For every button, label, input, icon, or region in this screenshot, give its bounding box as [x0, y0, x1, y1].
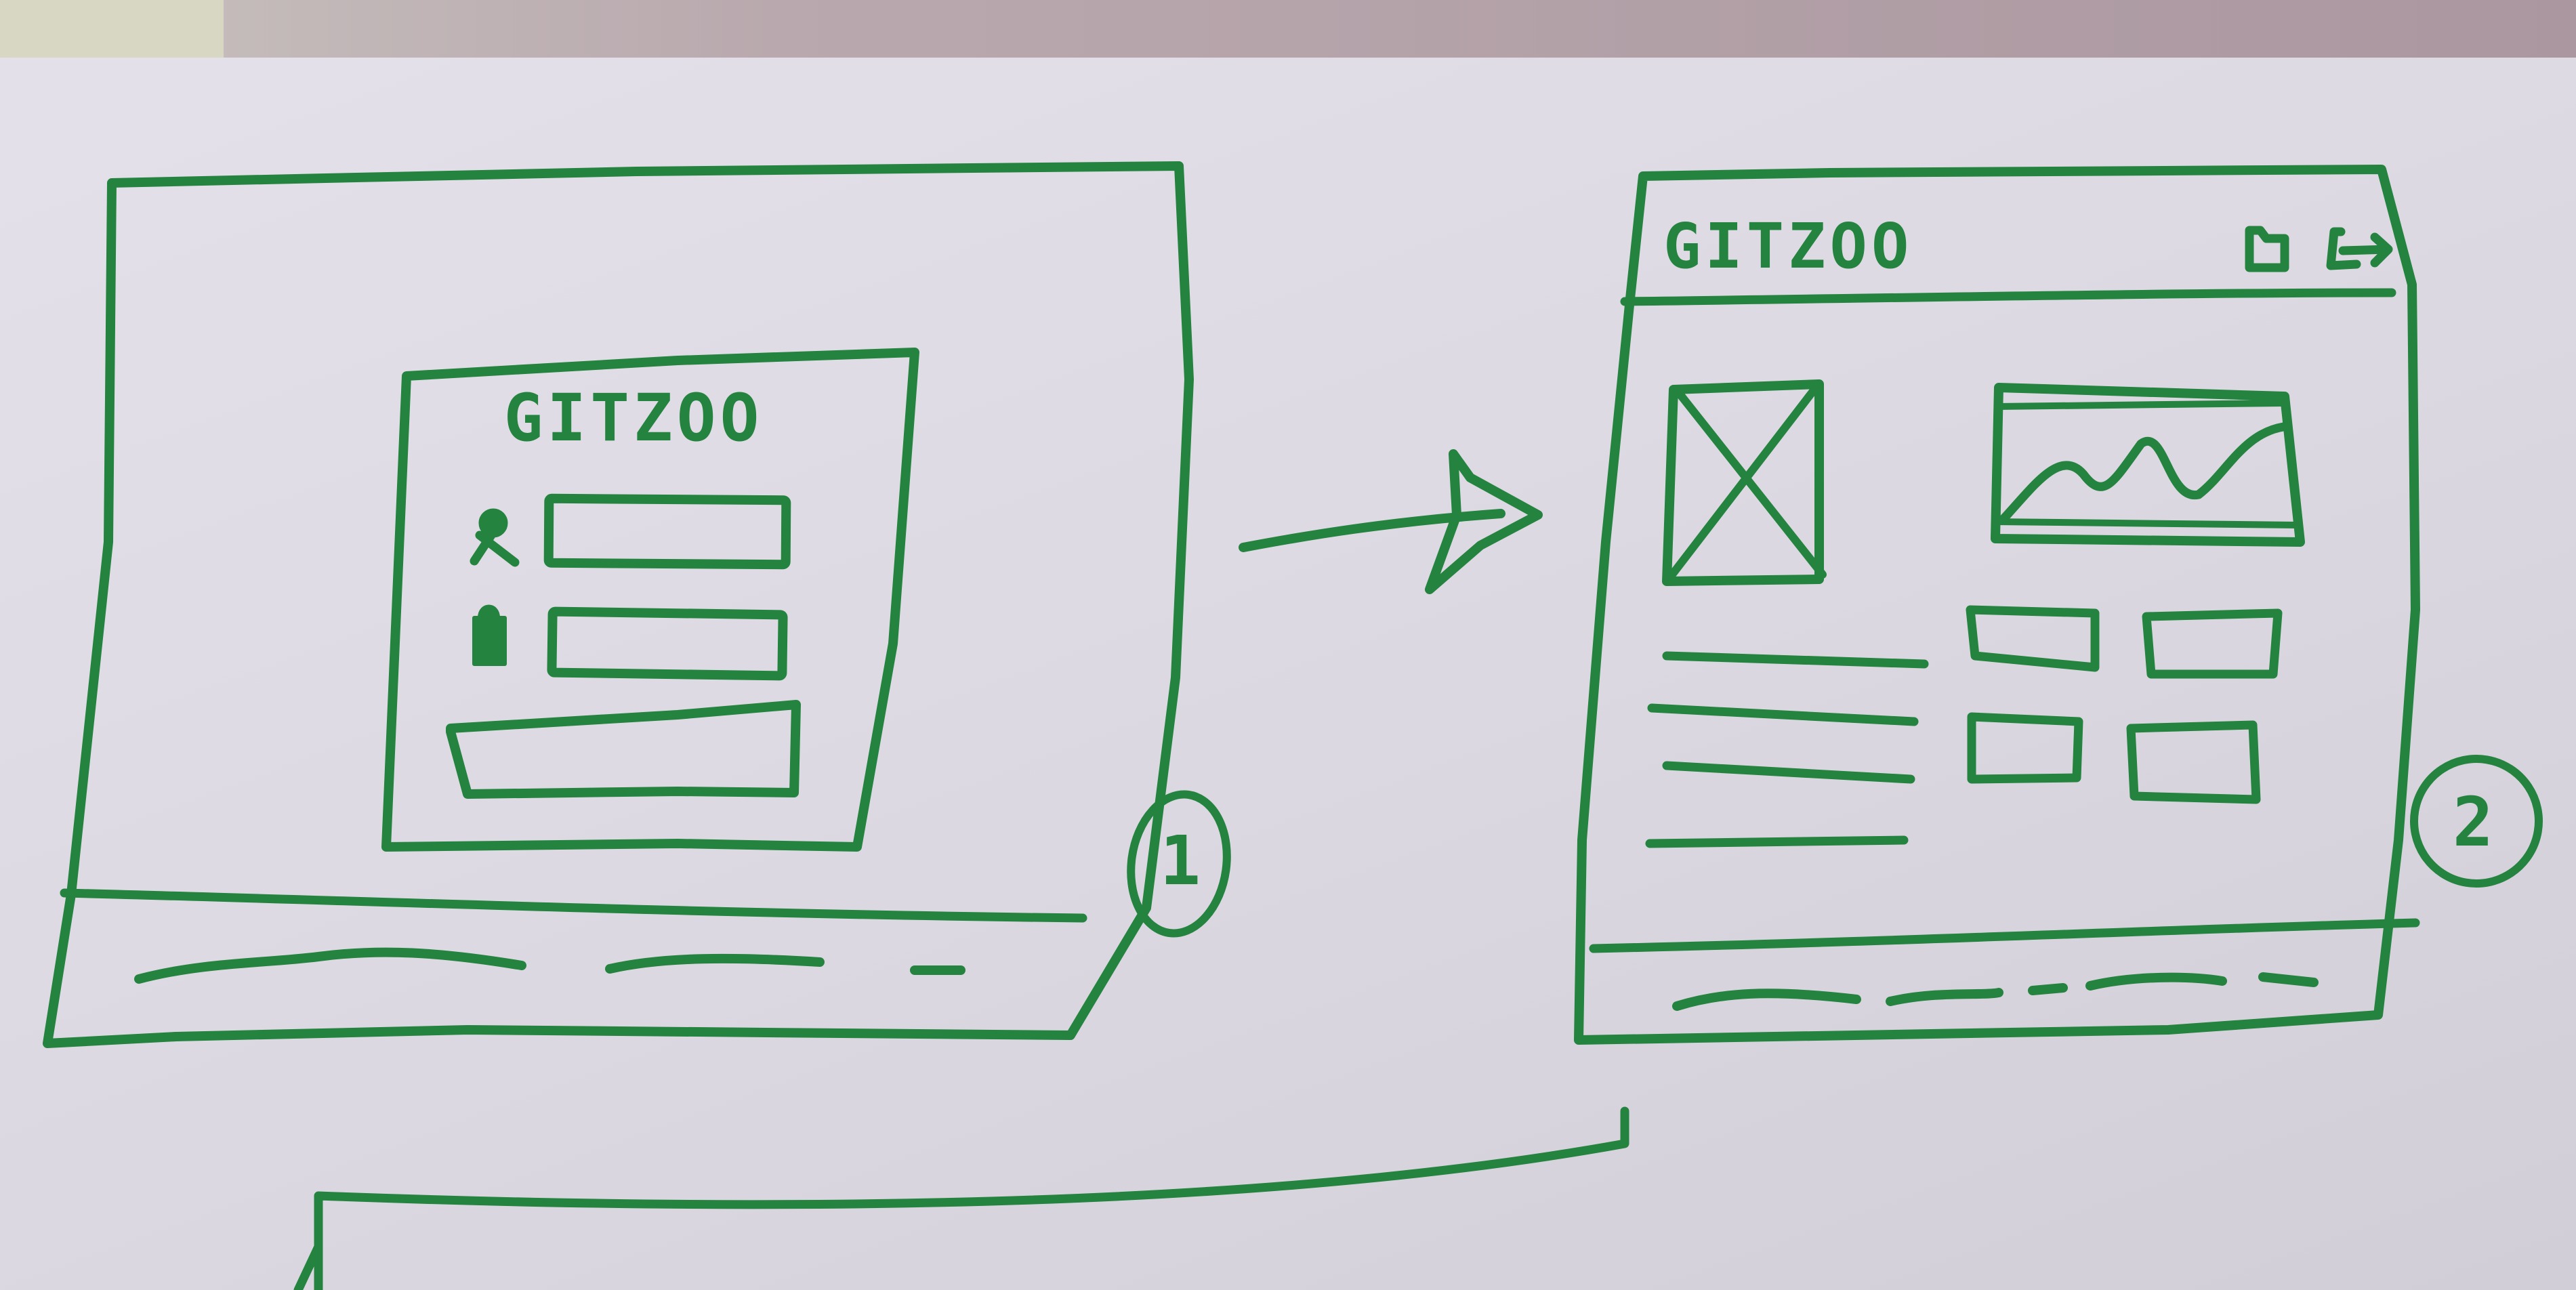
username-field[interactable]: [543, 493, 791, 570]
folder-icon[interactable]: [2245, 226, 2289, 272]
image-placeholder-icon: [1662, 379, 1827, 586]
dashboard-screen-sketch: GITZOO: [1574, 165, 2543, 1045]
table-edge: [0, 0, 2576, 58]
login-monitor-frame: [43, 161, 1194, 1048]
table-edge-corner: [0, 0, 224, 58]
user-icon: [470, 508, 520, 567]
text-line-1: [1662, 651, 1929, 669]
dashboard-monitor-frame: [1574, 165, 2420, 1045]
text-line-3: [1662, 761, 1915, 784]
dashboard-footer-text-3: [2028, 972, 2227, 995]
login-footer-bar: [60, 888, 1087, 923]
dashboard-footer-text-2: [1886, 988, 2003, 1006]
widget-box-3[interactable]: [1967, 712, 2083, 784]
text-line-2: [1647, 703, 1919, 726]
lock-icon: [472, 604, 507, 666]
flow-arrow-icon: [1239, 449, 1543, 594]
widget-box-4[interactable]: [2126, 720, 2261, 804]
line-chart-widget: [1991, 383, 2305, 547]
step-number-2-circle: [2410, 755, 2543, 888]
step-number-2: 2: [2453, 783, 2493, 862]
login-screen-sketch: GITZOO 1: [43, 161, 1231, 1048]
logout-icon[interactable]: [2326, 227, 2393, 270]
next-screen-sketch-partial: [293, 1106, 1629, 1290]
step-number-1: 1: [1160, 821, 1201, 900]
login-footer-text-2: [605, 953, 825, 974]
widget-box-1[interactable]: [1966, 605, 2100, 672]
login-card: [381, 348, 919, 852]
dashboard-header-bar: [1620, 288, 2396, 306]
dashboard-logo: GITZOO: [1663, 210, 1913, 283]
step-number-1-circle: [1127, 790, 1231, 938]
login-logo: GITZOO: [504, 380, 764, 456]
text-line-4: [1645, 835, 1909, 848]
login-button[interactable]: [446, 700, 801, 799]
dashboard-footer-text-4: [2258, 972, 2319, 987]
login-footer-text-1: [134, 947, 526, 984]
password-field[interactable]: [547, 606, 788, 681]
widget-box-2[interactable]: [2142, 608, 2283, 679]
dashboard-footer-text-1: [1672, 989, 1861, 1011]
dashboard-footer-bar: [1589, 918, 2420, 953]
